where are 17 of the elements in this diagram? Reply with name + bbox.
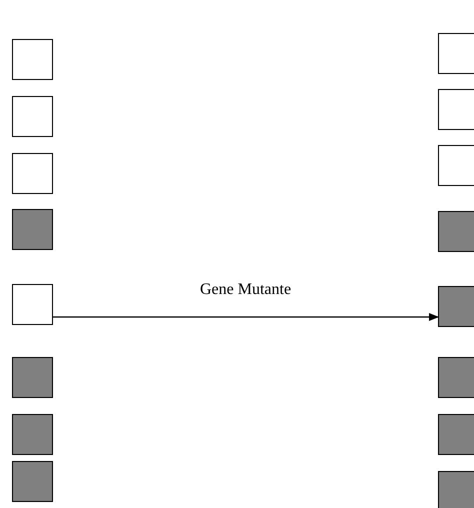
- square-block: [12, 461, 53, 502]
- square-block: [12, 39, 53, 80]
- square-block: [438, 414, 474, 455]
- square-block: [438, 89, 474, 130]
- square-block: [12, 96, 53, 137]
- square-block: [12, 284, 53, 325]
- square-block: [438, 211, 474, 252]
- square-block: [438, 286, 474, 327]
- square-block: [12, 153, 53, 194]
- square-block: [438, 145, 474, 186]
- square-block: [12, 357, 53, 398]
- arrow: [53, 313, 439, 321]
- square-block: [438, 33, 474, 74]
- square-block: [12, 414, 53, 455]
- square-block: [12, 209, 53, 250]
- square-block: [438, 357, 474, 398]
- square-block: [438, 471, 474, 508]
